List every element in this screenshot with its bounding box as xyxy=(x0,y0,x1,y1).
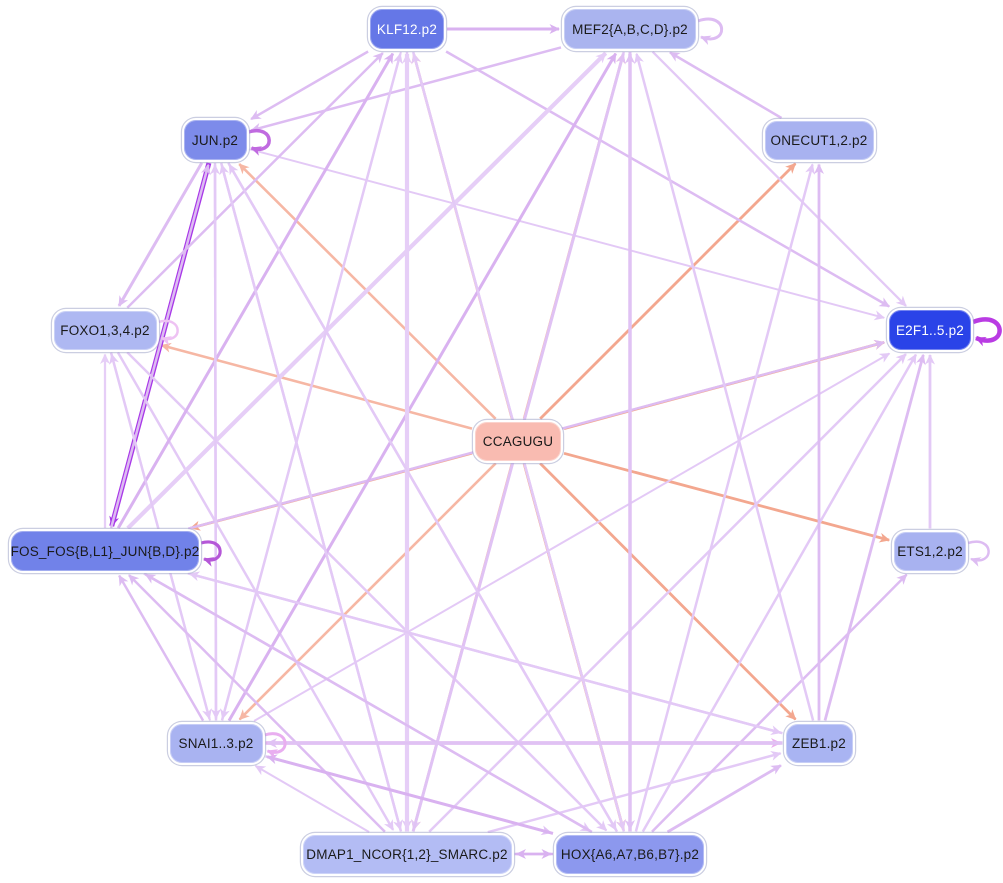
edge-fos-jun xyxy=(109,163,211,529)
edge-zeb-e2f xyxy=(823,353,926,721)
node-label-ets: ETS1,2.p2 xyxy=(897,543,963,559)
edge-hox-fos xyxy=(144,573,593,834)
self-loop-mef2 xyxy=(697,17,724,46)
edge-dmap-snai xyxy=(254,765,370,833)
self-loop-foxo xyxy=(158,319,179,346)
edge-hox-snai xyxy=(266,754,554,835)
node-label-ccagugu: CCAGUGU xyxy=(482,433,554,449)
self-loop-ets xyxy=(967,540,990,567)
edge-dmap-e2f xyxy=(428,353,907,833)
edge-snai-klf12 xyxy=(220,52,403,721)
node-label-e2f: E2F1..5.p2 xyxy=(895,322,965,338)
node-label-dmap: DMAP1_NCOR{1,2}_SMARC.p2 xyxy=(306,846,508,862)
node-label-jun: JUN.p2 xyxy=(191,132,239,148)
node-label-fos: FOS_FOS{B,L1}_JUN{B,D}.p2 xyxy=(10,543,200,559)
edge-dmap-jun xyxy=(219,163,403,832)
edge-jun-e2f xyxy=(249,148,886,321)
node-label-snai: SNAI1..3.p2 xyxy=(178,735,254,751)
node-hox[interactable]: HOX{A6,A7,B6,B7}.p2 xyxy=(554,832,706,876)
edge-foxo-klf12 xyxy=(126,52,384,309)
edge-onecut-mef2 xyxy=(669,51,783,120)
edge-hox-zeb xyxy=(666,764,782,834)
node-ets[interactable]: ETS1,2.p2 xyxy=(892,529,968,573)
edge-ccagugu-ets xyxy=(563,451,891,543)
edge-ccagugu-onecut xyxy=(539,162,797,420)
edge-klf12-e2f xyxy=(445,50,891,308)
edge-klf12-jun xyxy=(250,50,369,121)
self-loop-fos xyxy=(200,540,222,567)
edge-jun-foxo xyxy=(117,162,204,307)
node-ccagugu[interactable]: CCAGUGU xyxy=(473,419,563,463)
edge-ccagugu-foxo xyxy=(160,342,473,430)
self-loop-e2f xyxy=(972,317,1002,347)
edge-zeb-fos xyxy=(188,571,783,735)
edge-mef2-e2f xyxy=(651,50,907,307)
node-snai[interactable]: SNAI1..3.p2 xyxy=(167,721,265,765)
node-label-klf12: KLF12.p2 xyxy=(376,21,438,37)
node-label-onecut: ONECUT1,2.p2 xyxy=(770,132,868,148)
edge-foxo-hox xyxy=(126,351,608,832)
edge-hox-ets xyxy=(651,573,908,833)
node-klf12[interactable]: KLF12.p2 xyxy=(368,7,446,51)
node-e2f[interactable]: E2F1..5.p2 xyxy=(887,308,973,352)
edge-dmap-fos xyxy=(128,574,386,833)
node-mef2[interactable]: MEF2{A,B,C,D}.p2 xyxy=(562,7,698,51)
node-fos[interactable]: FOS_FOS{B,L1}_JUN{B,D}.p2 xyxy=(9,529,201,573)
node-zeb[interactable]: ZEB1.p2 xyxy=(783,721,855,765)
edge-snai-jun xyxy=(210,164,221,721)
node-jun[interactable]: JUN.p2 xyxy=(181,118,249,162)
node-label-foxo: FOXO1,3,4.p2 xyxy=(60,322,150,338)
self-loop-jun xyxy=(247,128,271,156)
node-label-mef2: MEF2{A,B,C,D}.p2 xyxy=(572,21,688,37)
edge-snai-mef2 xyxy=(227,52,617,722)
edge-hox-jun xyxy=(228,163,619,833)
edge-hox-onecut xyxy=(634,163,815,832)
edge-zeb-mef2 xyxy=(634,52,815,721)
edge-fos-mef2 xyxy=(126,51,608,530)
edge-dmap-zeb xyxy=(487,750,782,834)
node-label-zeb: ZEB1.p2 xyxy=(792,735,846,751)
edge-snai-e2f xyxy=(253,352,891,722)
node-onecut[interactable]: ONECUT1,2.p2 xyxy=(762,118,876,162)
node-foxo[interactable]: FOXO1,3,4.p2 xyxy=(51,308,159,352)
node-dmap[interactable]: DMAP1_NCOR{1,2}_SMARC.p2 xyxy=(300,832,514,876)
self-loop-snai xyxy=(264,732,287,759)
node-label-hox: HOX{A6,A7,B6,B7}.p2 xyxy=(560,846,700,862)
edge-snai-fos xyxy=(118,574,205,722)
